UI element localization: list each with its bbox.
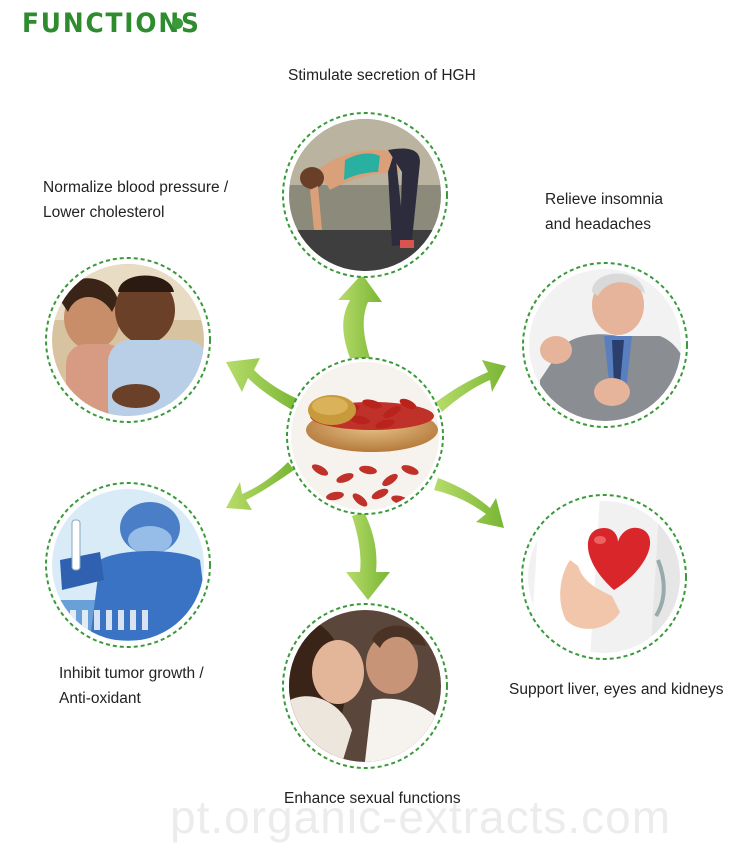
heart-hand-image bbox=[521, 494, 687, 660]
center-goji-image bbox=[286, 357, 444, 515]
watermark: pt.organic-extracts.com bbox=[170, 791, 672, 843]
page-title: FUNCTIONS bbox=[22, 8, 201, 39]
caption-blood-pressure: Normalize blood pressure / Lower cholest… bbox=[43, 179, 229, 221]
kissing-couple-image bbox=[282, 603, 448, 769]
lab-scientist-image bbox=[45, 482, 211, 648]
title-dot-icon bbox=[172, 18, 183, 29]
older-man-image bbox=[522, 262, 688, 428]
arrow-lower-left-icon bbox=[226, 462, 294, 510]
arrow-upper-right-icon bbox=[436, 360, 506, 412]
arrow-lower-right-icon bbox=[434, 478, 504, 528]
caption-sexual: Enhance sexual functions bbox=[284, 790, 461, 807]
caption-insomnia: Relieve insomnia and headaches bbox=[545, 191, 664, 233]
caption-liver: Support liver, eyes and kidneys bbox=[509, 681, 724, 698]
smiling-couple-image bbox=[45, 257, 211, 423]
caption-hgh: Stimulate secretion of HGH bbox=[288, 67, 476, 84]
arrow-up-icon bbox=[338, 274, 382, 358]
arrow-upper-left-icon bbox=[226, 358, 300, 410]
arrow-down-icon bbox=[346, 512, 390, 600]
caption-tumor: Inhibit tumor growth / Anti-oxidant bbox=[59, 665, 204, 707]
stretching-woman-image bbox=[282, 112, 448, 278]
